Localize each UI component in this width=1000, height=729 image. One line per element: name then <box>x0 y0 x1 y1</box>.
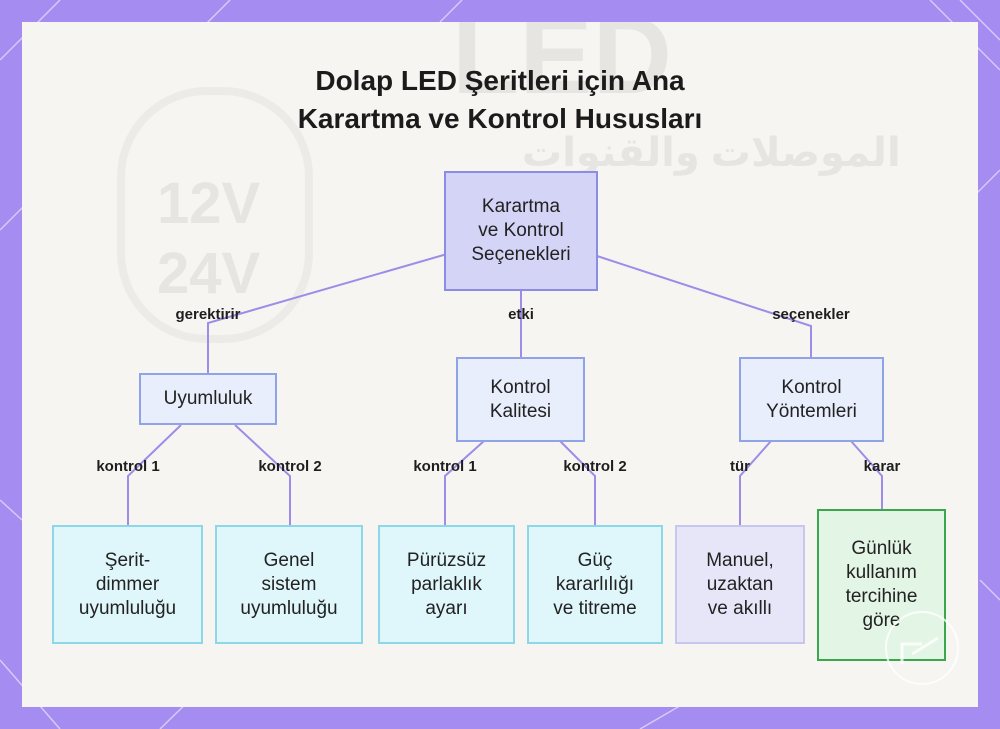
edge-label-etki: etki <box>508 306 534 323</box>
corner-logo-icon <box>885 611 959 685</box>
edge-label-karar: karar <box>863 458 901 475</box>
watermark-circle <box>117 87 313 343</box>
edge-label-tur: tür <box>730 458 750 475</box>
watermark-arabic: الموصلات والقنوات <box>522 131 901 175</box>
node-kontrol-kalitesi: Kontrol Kalitesi <box>456 357 585 442</box>
edge-yontemler-manuel <box>739 440 772 525</box>
edge-kalite-puruzsuz <box>444 440 485 525</box>
node-uyumluluk: Uyumluluk <box>139 373 277 425</box>
node-puruzsuz-parlaklik: Pürüzsüz parlaklık ayarı <box>378 525 515 644</box>
node-kontrol-yontemleri: Kontrol Yöntemleri <box>739 357 884 442</box>
edge-kalite-guc <box>559 440 596 525</box>
edge-uyumluluk-genel <box>234 424 291 525</box>
edge-label-kontrol1-uyumluluk: kontrol 1 <box>96 458 160 475</box>
edge-label-gerektirir: gerektirir <box>175 306 241 323</box>
edge-label-kontrol2-kalite: kontrol 2 <box>563 458 627 475</box>
watermark-12v: 12V <box>157 171 261 236</box>
diagram-title: Dolap LED Şeritleri için Ana Karartma ve… <box>0 62 1000 138</box>
node-manuel-uzaktan: Manuel, uzaktan ve akıllı <box>675 525 805 644</box>
edge-root-yontemler <box>596 255 812 357</box>
edge-label-kontrol2-uyumluluk: kontrol 2 <box>258 458 322 475</box>
node-guc-kararliligi: Güç kararlılığı ve titreme <box>527 525 663 644</box>
title-line-1: Dolap LED Şeritleri için Ana <box>315 65 685 96</box>
edge-uyumluluk-serit <box>127 424 182 525</box>
node-gunluk-kullanim: Günlük kullanım tercihine göre <box>817 509 946 661</box>
edge-root-uyumluluk <box>207 253 448 374</box>
node-serit-dimmer: Şerit- dimmer uyumluluğu <box>52 525 203 644</box>
edge-yontemler-gunluk <box>850 440 883 509</box>
node-genel-sistem: Genel sistem uyumluluğu <box>215 525 363 644</box>
edge-label-kontrol1-kalite: kontrol 1 <box>413 458 477 475</box>
node-karartma-kontrol: Karartma ve Kontrol Seçenekleri <box>444 171 598 291</box>
title-line-2: Karartma ve Kontrol Hususları <box>297 103 703 134</box>
watermark-led: LED <box>452 22 672 117</box>
edge-label-secenekler: seçenekler <box>772 306 850 323</box>
